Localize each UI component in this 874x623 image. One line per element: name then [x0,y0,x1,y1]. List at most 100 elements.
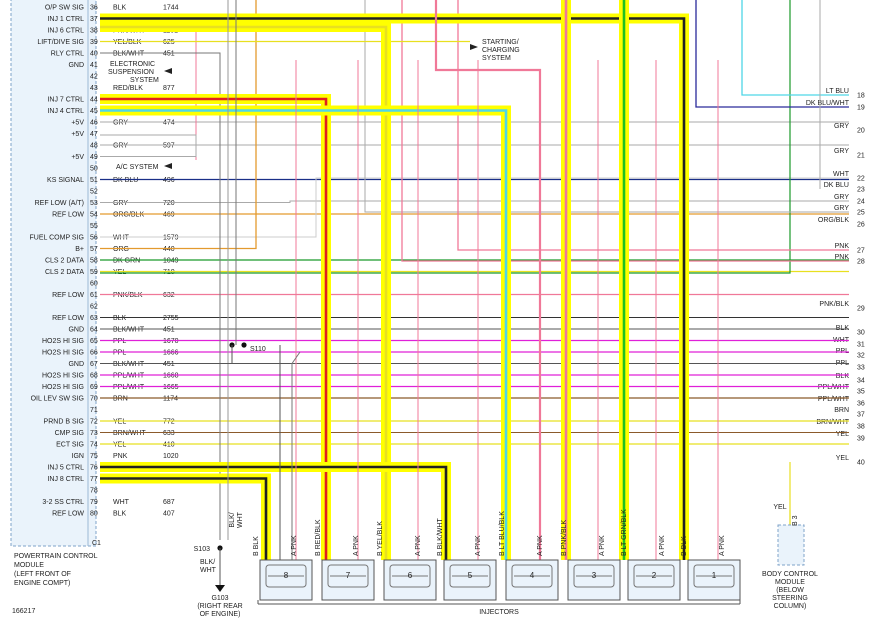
wire-color-label: WHT [113,235,130,242]
pin-number: 62 [90,304,98,311]
terminal-wire-label: DK BLU/WHT [806,100,850,107]
terminal-number: 36 [857,401,865,408]
injector-number: 3 [592,571,597,580]
pin-number: 77 [90,476,98,483]
ground-wire [100,345,233,364]
bcm-connector [777,524,805,566]
injector-b-pin-label: B PNK/BLK [561,519,568,556]
injector-number: 5 [468,571,473,580]
pin-signal-label: PRND B SIG [44,419,84,426]
inj1-wire [100,17,686,560]
wire-color-label: BLK/WHT [113,361,145,368]
pin-signal-label: INJ 5 CTRL [47,465,84,472]
pin-number: 45 [90,108,98,115]
injector-number: 1 [712,571,717,580]
wire-color-label: GRY [113,200,128,207]
pin-number: 72 [90,419,98,426]
pin-signal-label: O/P SW SIG [45,5,84,12]
terminal-wire-label: WHT [833,171,850,178]
injector-connector [687,559,741,601]
wire-color-label: BRN [113,396,128,403]
pin-number: 74 [90,442,98,449]
terminal-number: 25 [857,210,865,217]
injector-body [327,564,369,588]
injector-body [265,564,307,588]
terminal-number: 23 [857,187,865,194]
suspension-arrow [164,68,172,74]
ground-wire-label: BLK/ [200,559,215,566]
injector-number: 4 [530,571,535,580]
ground-symbol [215,585,225,592]
suspension-label: SYSTEM [130,77,159,84]
pin-signal-label: INJ 1 CTRL [47,16,84,23]
starting-system-label: CHARGING [482,47,520,54]
circuit-number: 772 [163,419,175,426]
wire-color-label: ORG/BLK [113,212,144,219]
starting-system-label: STARTING/ [482,39,519,46]
ac-system-label: A/C SYSTEM [116,164,159,171]
terminal-wire-label: PPL/WHT [818,384,850,391]
pin-signal-label: GND [68,62,84,69]
injector-connector [259,559,313,601]
figure-id: 166217 [12,608,35,615]
circuit-number: 687 [163,499,175,506]
injector-connector [505,559,559,601]
pin-number: 44 [90,97,98,104]
pin-number: 53 [90,200,98,207]
pin-signal-label: CMP SIG [55,430,84,437]
ac-system-arrow [164,163,172,169]
pin-number: 75 [90,453,98,460]
bcm-title-line: (BELOW [776,587,804,594]
circuit-number: 633 [163,430,175,437]
injector-b-pin-label: B BLK [681,536,688,556]
pin-signal-label: +5V [71,120,84,127]
terminal-number: 19 [857,105,865,112]
terminal-number: 18 [857,93,865,100]
pin-number: 37 [90,16,98,23]
wire-color-label: RED/BLK [113,85,143,92]
bcm-wire-label: YEL [773,504,786,511]
terminal-number: 37 [857,412,865,419]
pin-signal-label: INJ 8 CTRL [47,476,84,483]
pin-number: 63 [90,315,98,322]
pin-signal-label: CLS 2 DATA [45,258,84,265]
pin-number: 54 [90,212,98,219]
injector-connector [443,559,497,601]
injector-connector [567,559,621,601]
injector-b-pin-label: B BLK/WHT [437,518,444,556]
circuit-number: 877 [163,85,175,92]
pin-number: 76 [90,465,98,472]
pin-signal-label: OIL LEV SW SIG [31,396,84,403]
terminal-wire-label: ORG/BLK [818,217,849,224]
terminal-number: 38 [857,424,865,431]
terminal-number: 21 [857,153,865,160]
pcm-title-line: (LEFT FRONT OF [14,571,71,578]
pin-signal-label: +5V [71,154,84,161]
wire-color-label: BLK/WHT [113,51,145,58]
terminal-number: 33 [857,365,865,372]
circuit-number: 474 [163,120,175,127]
pin-number: 47 [90,131,98,138]
pin-number: 71 [90,407,98,414]
pin-number: 78 [90,488,98,495]
circuit-number: 2755 [163,315,179,322]
terminal-number: 31 [857,342,865,349]
pin-signal-label: INJ 4 CTRL [47,108,84,115]
pin-number: 65 [90,338,98,345]
wire-color-label: GRY [113,143,128,150]
wire-color-label: PNK [113,453,128,460]
wire-color-label: PPL/WHT [113,373,145,380]
injector-body [573,564,615,588]
injector-connector [627,559,681,601]
wire-color-label: PNK/BLK [113,292,143,299]
pin-number: 49 [90,154,98,161]
terminal-wire-label: BRN [834,407,849,414]
splice-dot [241,342,247,348]
pin-number: 55 [90,223,98,230]
splice-label: S110 [250,346,266,353]
terminal-number: 20 [857,128,865,135]
pin-signal-label: GND [68,327,84,334]
ground-wire-label: WHT [200,567,217,574]
vertical-wire-label: BLK/ [229,512,236,527]
terminal-wire-label: PNK [835,254,850,261]
